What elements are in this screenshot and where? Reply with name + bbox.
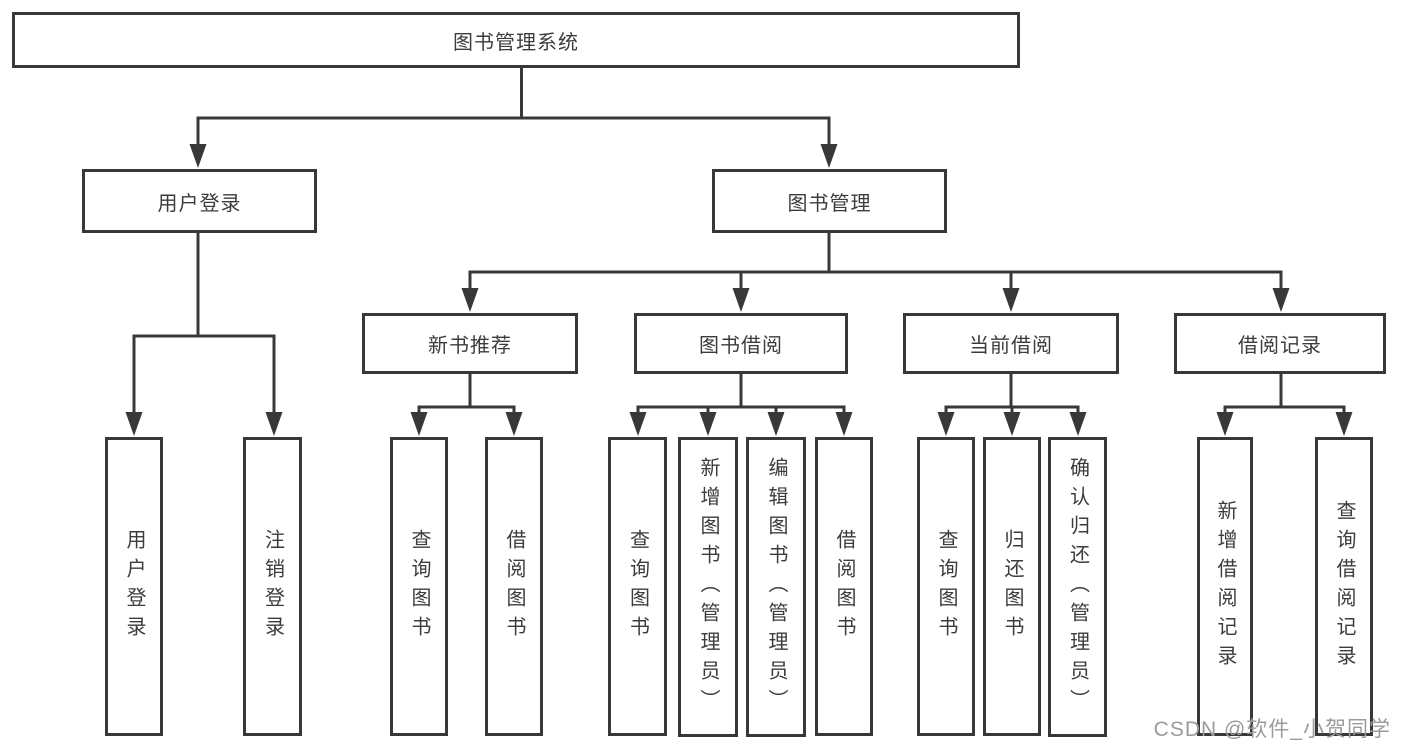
leaf-query-book-recommend-label: 查询图书 — [408, 528, 430, 645]
leaf-confirm-return-admin-label: 确认归还（管理员） — [1066, 456, 1089, 718]
node-book-borrow: 图书借阅 — [634, 313, 848, 374]
leaf-borrow-book: 借阅图书 — [815, 437, 873, 736]
leaf-query-book-current-label: 查询图书 — [935, 528, 957, 645]
node-current-borrow-label: 当前借阅 — [969, 335, 1053, 357]
node-borrow-record: 借阅记录 — [1174, 313, 1386, 374]
leaf-confirm-return-admin: 确认归还（管理员） — [1048, 437, 1107, 737]
node-new-book-recommend-label: 新书推荐 — [428, 335, 512, 357]
node-user-login-label: 用户登录 — [157, 192, 242, 215]
node-book-borrow-label: 图书借阅 — [699, 335, 783, 357]
leaf-borrow-book-label: 借阅图书 — [833, 528, 855, 645]
leaf-return-book-label: 归还图书 — [1001, 528, 1023, 645]
node-root-label: 图书管理系统 — [453, 31, 579, 54]
node-book-management: 图书管理 — [712, 169, 947, 233]
leaf-query-book-recommend: 查询图书 — [390, 437, 448, 736]
leaf-query-book-borrow: 查询图书 — [608, 437, 667, 736]
node-current-borrow: 当前借阅 — [903, 313, 1119, 374]
leaf-logout-label: 注销登录 — [261, 528, 284, 645]
leaf-user-login-label: 用户登录 — [123, 528, 145, 645]
leaf-add-borrow-record-label: 新增借阅记录 — [1214, 499, 1236, 674]
node-root: 图书管理系统 — [12, 12, 1020, 68]
leaf-user-login: 用户登录 — [105, 437, 163, 736]
leaf-edit-book-admin: 编辑图书（管理员） — [746, 437, 806, 737]
leaf-query-book-current: 查询图书 — [917, 437, 975, 736]
leaf-borrow-book-recommend-label: 借阅图书 — [503, 528, 525, 645]
leaf-query-book-borrow-label: 查询图书 — [626, 528, 649, 645]
leaf-query-borrow-record: 查询借阅记录 — [1315, 437, 1373, 736]
node-user-login: 用户登录 — [82, 169, 317, 233]
csdn-watermark: CSDN @软件_小贺同学 — [1153, 718, 1391, 741]
leaf-add-book-admin-label: 新增图书（管理员） — [697, 456, 719, 718]
tree-edges — [132, 67, 1346, 414]
leaf-logout: 注销登录 — [243, 437, 302, 736]
node-book-management-label: 图书管理 — [787, 192, 872, 215]
leaf-query-borrow-record-label: 查询借阅记录 — [1333, 499, 1355, 674]
leaf-add-book-admin: 新增图书（管理员） — [678, 437, 738, 737]
node-borrow-record-label: 借阅记录 — [1238, 335, 1322, 357]
leaf-edit-book-admin-label: 编辑图书（管理员） — [765, 456, 787, 718]
leaf-return-book: 归还图书 — [983, 437, 1041, 736]
node-new-book-recommend: 新书推荐 — [362, 313, 578, 374]
leaf-borrow-book-recommend: 借阅图书 — [485, 437, 543, 736]
leaf-add-borrow-record: 新增借阅记录 — [1197, 437, 1253, 736]
arrowheads — [125, 144, 1353, 436]
